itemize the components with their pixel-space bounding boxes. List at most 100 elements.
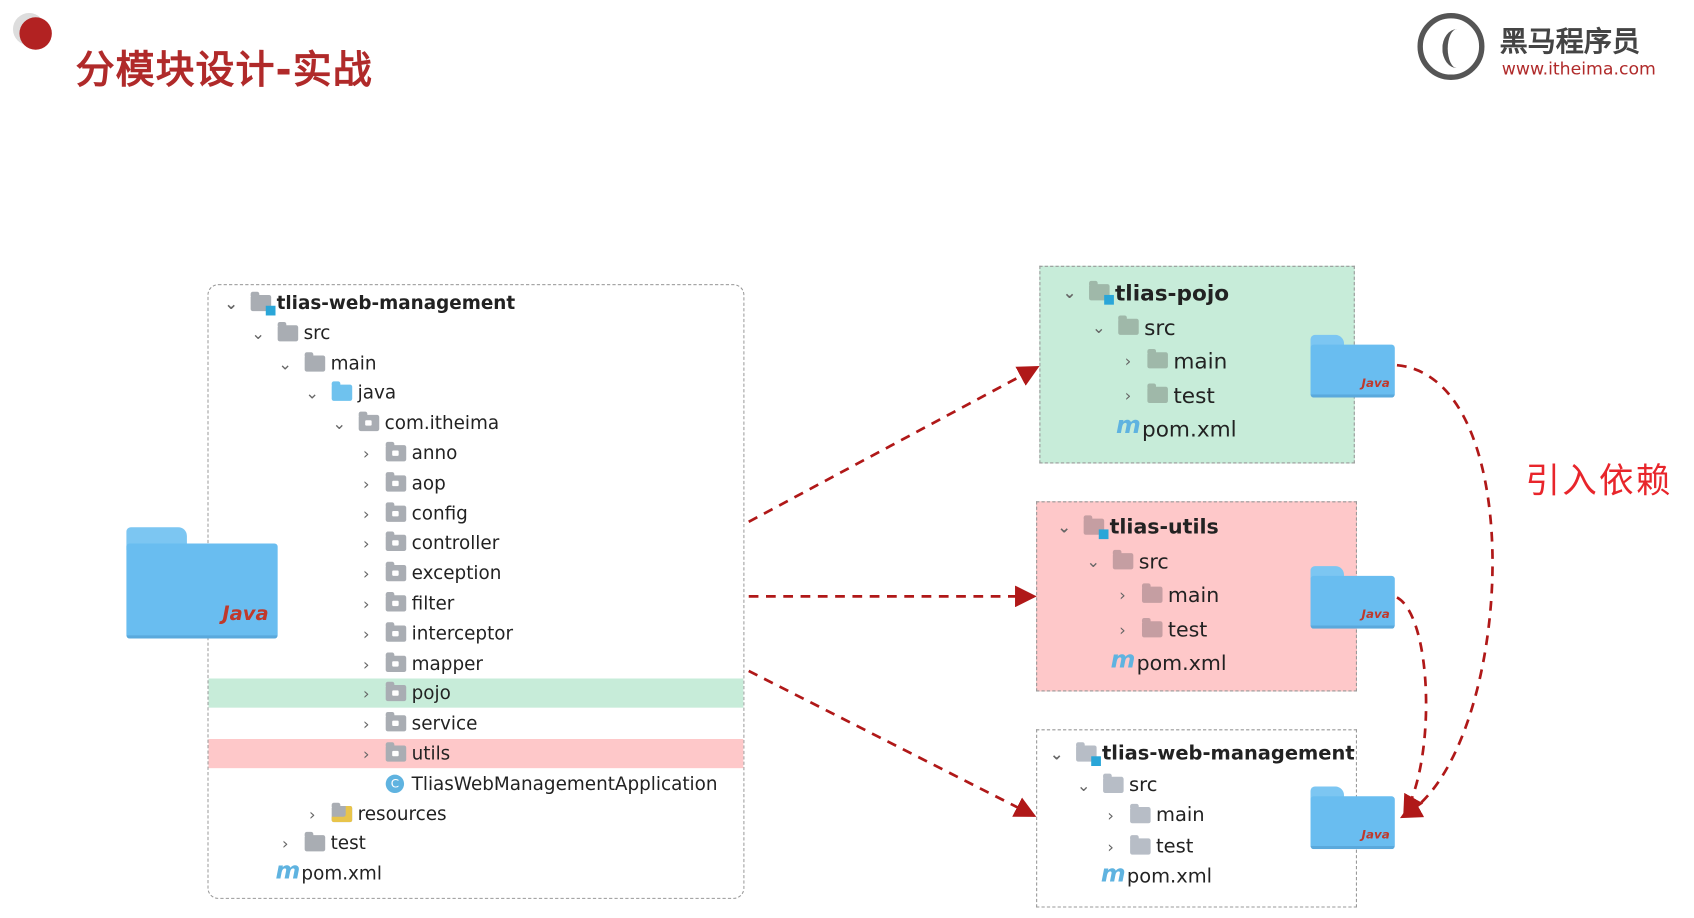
tree-item-label: tlias-utils: [1109, 515, 1219, 540]
chevron-right-icon[interactable]: ›: [281, 834, 289, 854]
chevron-right-icon[interactable]: ›: [363, 714, 370, 734]
horse-logo-icon: [1417, 12, 1485, 80]
chevron-right-icon[interactable]: ›: [363, 504, 370, 524]
tree-item-label: pom.xml: [1141, 415, 1237, 442]
folder-icon: [1118, 314, 1139, 335]
dependency-arrow-utils-to-web: [1396, 596, 1428, 817]
chevron-down-icon[interactable]: ⌄: [1062, 283, 1077, 303]
tree-item-label: controller: [411, 533, 500, 555]
tree-item-label: src: [303, 322, 331, 345]
java-folder-icon: Java: [1310, 786, 1395, 850]
chevron-right-icon[interactable]: ›: [1124, 351, 1132, 371]
tree-item-label: src: [1138, 549, 1169, 574]
package-icon: [385, 742, 407, 762]
package-icon: [385, 501, 407, 522]
tree-item-label: config: [411, 503, 468, 525]
tree-item-label: main: [330, 352, 377, 375]
big-java-folder-icon: Java: [126, 527, 278, 639]
chevron-right-icon[interactable]: ›: [363, 594, 370, 614]
tree-item-label: pom.xml: [1136, 651, 1227, 676]
chevron-right-icon[interactable]: ›: [363, 564, 370, 584]
itheima-logo: 黑马程序员 www.itheima.com: [1417, 12, 1676, 86]
chevron-right-icon[interactable]: ›: [363, 654, 370, 674]
java-logo-text: Java: [1361, 827, 1390, 842]
package-icon: [385, 531, 407, 552]
chevron-down-icon[interactable]: ⌄: [332, 413, 347, 434]
tree-item-label: com.itheima: [384, 412, 500, 435]
chevron-right-icon[interactable]: ›: [308, 804, 316, 824]
chevron-down-icon[interactable]: ⌄: [251, 323, 266, 344]
package-icon: [385, 592, 407, 612]
folder-icon: [304, 351, 326, 372]
tree-item-label: java: [357, 382, 397, 405]
tree-item-label: aop: [411, 472, 446, 495]
chevron-down-icon[interactable]: ⌄: [1057, 517, 1071, 537]
tree-item-label: pom.xml: [1126, 865, 1213, 889]
chevron-right-icon[interactable]: ›: [363, 684, 370, 704]
tree-item-label: tlias-pojo: [1114, 279, 1230, 306]
chevron-down-icon[interactable]: ⌄: [1086, 551, 1101, 571]
module-folder-icon: [250, 291, 276, 316]
chevron-right-icon[interactable]: ›: [363, 444, 370, 464]
source-folder-icon: [331, 381, 353, 402]
chevron-right-icon[interactable]: ›: [1119, 619, 1126, 640]
tree-item-label: exception: [411, 563, 502, 585]
chevron-down-icon[interactable]: ⌄: [1049, 744, 1064, 764]
package-icon: [358, 411, 380, 432]
logo-url: www.itheima.com: [1501, 58, 1656, 79]
folder-icon: [1112, 549, 1134, 569]
folder-icon: [1130, 834, 1151, 855]
folder-icon: [1141, 583, 1163, 603]
chevron-down-icon[interactable]: ⌄: [278, 353, 293, 374]
tree-item-label: service: [411, 713, 478, 735]
tree-item-label: test: [1156, 834, 1194, 858]
chevron-right-icon[interactable]: ›: [363, 534, 370, 554]
folder-icon: [1130, 803, 1151, 824]
package-icon: [385, 471, 407, 492]
chevron-right-icon[interactable]: ›: [363, 744, 370, 764]
chevron-right-icon[interactable]: ›: [1107, 805, 1114, 826]
highlight-utils: [208, 738, 744, 769]
tree-item-label: pom.xml: [301, 863, 382, 886]
resources-folder-icon: [331, 802, 353, 822]
tree-item-label: anno: [411, 442, 458, 465]
chevron-down-icon[interactable]: ⌄: [224, 293, 238, 314]
tree-item-label: main: [1167, 583, 1220, 608]
java-logo-text: Java: [222, 602, 269, 626]
folder-icon: [1147, 348, 1168, 369]
tree-item-label: interceptor: [411, 623, 514, 645]
dependency-arrow-pojo-to-web: [1396, 363, 1494, 819]
tree-item-label: pojo: [411, 683, 451, 705]
maven-icon: m: [1116, 412, 1141, 440]
chevron-down-icon[interactable]: ⌄: [1076, 775, 1091, 795]
chevron-right-icon[interactable]: ›: [1124, 385, 1132, 405]
package-icon: [385, 622, 407, 642]
java-folder-icon: Java: [1310, 334, 1395, 398]
chevron-right-icon[interactable]: ›: [363, 624, 370, 644]
package-icon: [385, 712, 407, 732]
chevron-right-icon[interactable]: ›: [1107, 836, 1114, 857]
java-folder-icon: Java: [1310, 566, 1395, 629]
tree-item-label: tlias-web-management: [276, 292, 516, 315]
chevron-down-icon[interactable]: ⌄: [305, 383, 320, 404]
tree-item-label: src: [1129, 773, 1158, 796]
dependency-label: 引入依赖: [1525, 460, 1673, 502]
maven-icon: m: [275, 858, 301, 886]
split-arrow-pojo: [748, 366, 1040, 524]
tree-item-label: test: [1167, 617, 1208, 642]
package-icon: [385, 652, 407, 672]
package-icon: [385, 441, 407, 462]
module-folder-icon: [1076, 742, 1101, 767]
folder-icon: [1147, 383, 1168, 403]
package-icon: [385, 682, 407, 702]
highlight-pojo: [208, 678, 744, 709]
chevron-down-icon[interactable]: ⌄: [1091, 317, 1106, 337]
chevron-right-icon[interactable]: ›: [363, 474, 370, 494]
module-folder-icon: [1083, 515, 1109, 540]
tree-item-label: main: [1156, 803, 1205, 827]
slide-title: 分模块设计-实战: [75, 48, 373, 93]
maven-icon: m: [1100, 861, 1126, 889]
tree-item-label: filter: [411, 593, 455, 615]
tree-item-label: TliasWebManagementApplication: [411, 773, 718, 795]
chevron-right-icon[interactable]: ›: [1119, 585, 1126, 606]
